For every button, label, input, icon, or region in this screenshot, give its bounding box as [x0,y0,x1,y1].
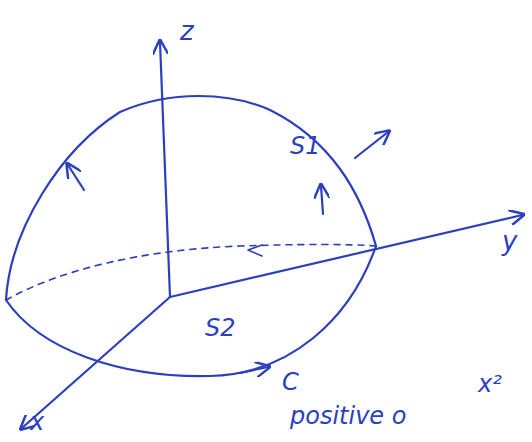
normal-arrow [321,186,323,214]
normal-arrow [355,132,388,158]
axis-label: y [502,228,517,254]
boundary-curve [6,246,376,376]
curve-label: C [282,370,299,394]
axis-label: z [180,18,194,44]
normal-arrow [68,165,84,190]
note-text: positive o [290,404,406,428]
x-axis [22,297,170,428]
back-arrow [248,245,262,256]
dome-outline [6,96,376,300]
base-back-dashed [6,245,376,301]
z-axis [160,42,170,297]
orientation-arrow [240,367,268,373]
surface-label: S1 [290,134,321,158]
y-axis [170,215,522,297]
surface-label: S2 [205,316,236,340]
axis-label: x [30,410,44,434]
note-text: x² [478,372,502,396]
